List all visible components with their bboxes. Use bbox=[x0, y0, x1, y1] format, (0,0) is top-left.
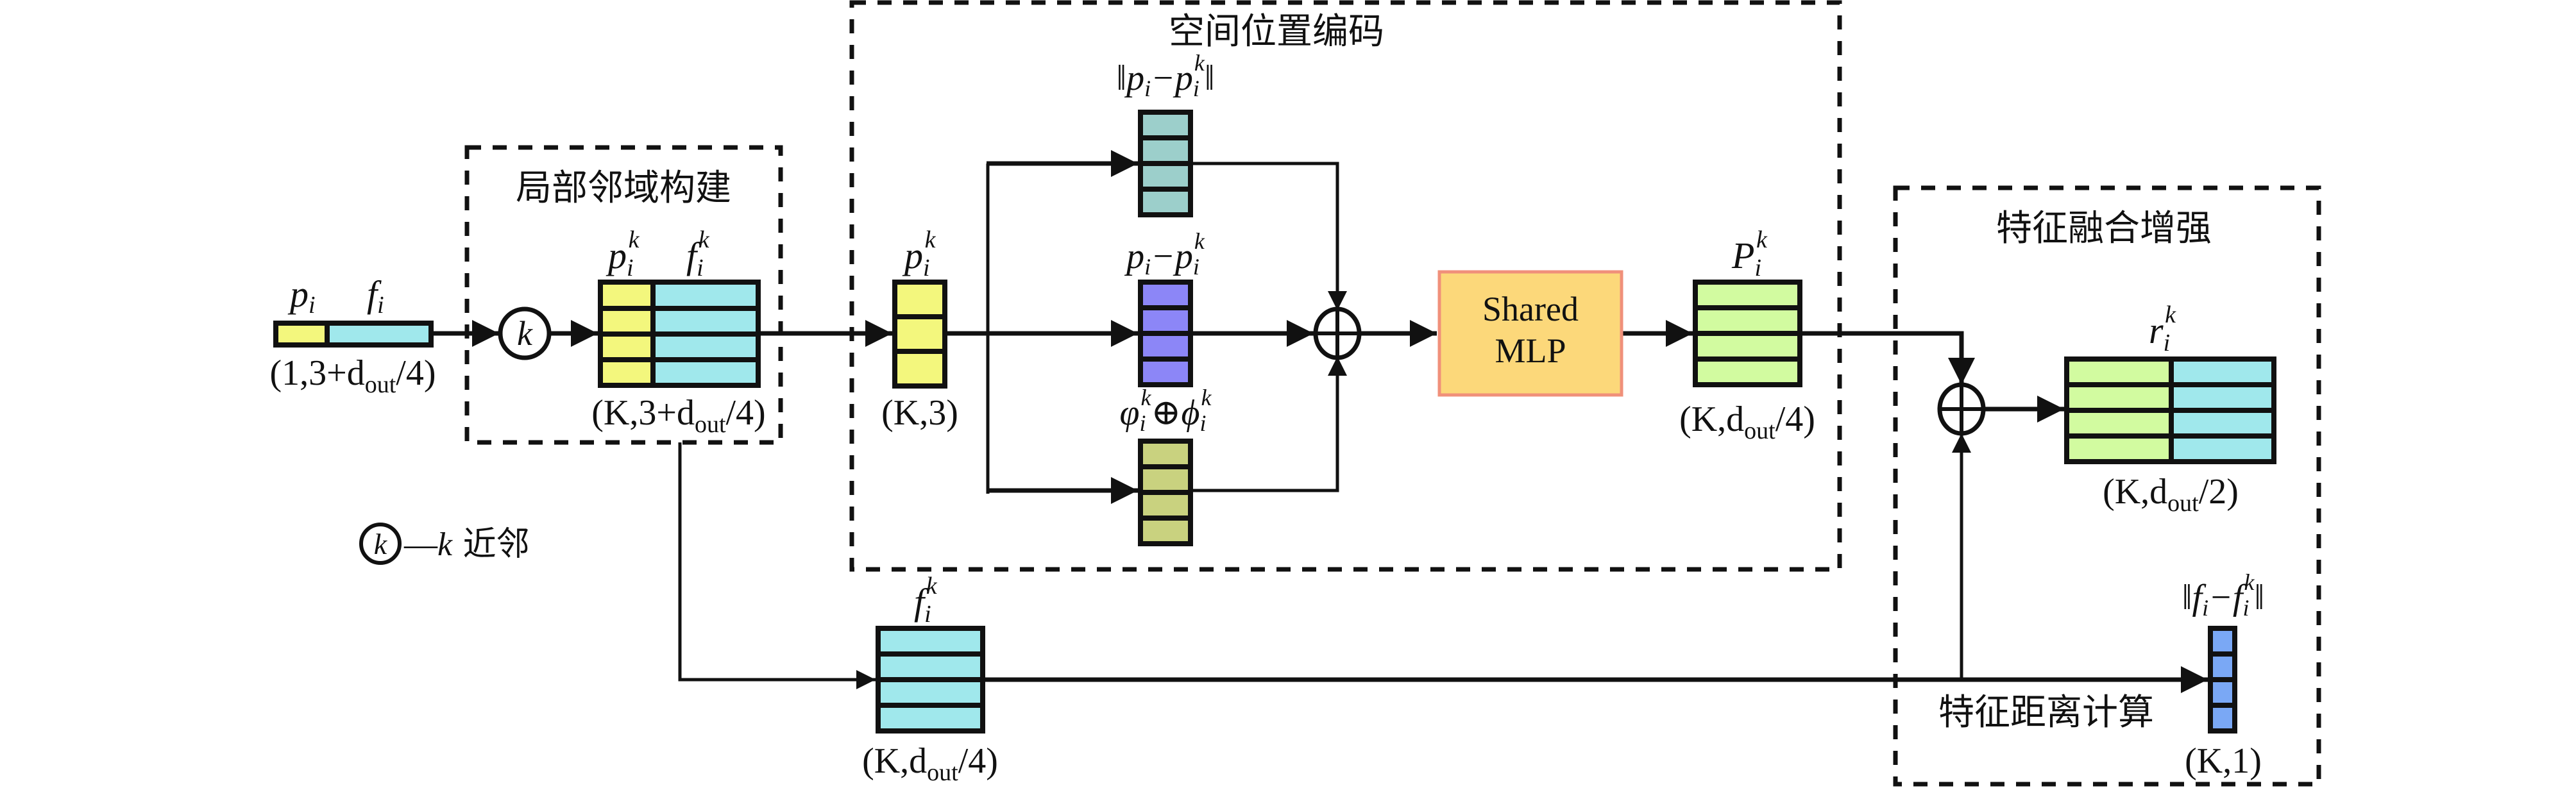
position-encoding-shape: (K,dout/4) bbox=[1679, 399, 1815, 444]
position-neighbors-label: pik bbox=[902, 226, 936, 281]
knn-operator-icon bbox=[498, 306, 552, 360]
concat-feature-label: φik⊕ϕik bbox=[1120, 385, 1212, 436]
position-neighbors-shape: (K,3) bbox=[881, 393, 958, 433]
neighborhood-label-f: fik bbox=[686, 226, 710, 281]
spatial-encoding-group bbox=[849, 0, 1842, 572]
arrow-encoding-to-fusion bbox=[1801, 331, 1975, 385]
position-encoding-label: Pik bbox=[1731, 226, 1768, 281]
feature-distance-label: ‖fi−fik‖ bbox=[2182, 569, 2264, 621]
relative-position-label: pi−pik bbox=[1124, 228, 1205, 280]
feature-distance-block bbox=[2208, 626, 2237, 734]
feature-distance-shape: (K,1) bbox=[2185, 741, 2262, 781]
fused-feature-block bbox=[2064, 356, 2276, 464]
local-neighborhood-group bbox=[464, 145, 783, 445]
legend: k —k 近邻 bbox=[359, 523, 530, 565]
sum-operator-icon bbox=[1313, 306, 1362, 360]
knn-operator-label: k bbox=[517, 314, 533, 353]
legend-knn-symbol: k bbox=[374, 528, 388, 560]
fused-feature-shape: (K,dout/2) bbox=[2103, 472, 2239, 517]
neighborhood-shape: (K,3+dout/4) bbox=[591, 393, 765, 438]
fused-feature-label: rik bbox=[2149, 301, 2176, 356]
feature-fusion-group bbox=[1893, 185, 2321, 787]
feature-distance-title: 特征距离计算 bbox=[1938, 692, 2154, 734]
concat-feature-block bbox=[1138, 439, 1193, 546]
distance-norm-label: ‖pi−pik‖ bbox=[1116, 50, 1214, 101]
input-vector bbox=[273, 321, 434, 348]
neighborhood-label-p: pik bbox=[606, 226, 640, 281]
legend-knn-icon bbox=[359, 523, 402, 565]
neighbor-features-shape: (K,dout/4) bbox=[862, 741, 998, 786]
arrow-neighborhood-to-features bbox=[678, 442, 876, 689]
shared-mlp-block bbox=[1437, 270, 1623, 397]
input-feature-cell bbox=[325, 321, 434, 348]
arrow-distance-to-oplus bbox=[1192, 162, 1347, 310]
shared-mlp-label-line2: MLP bbox=[1495, 331, 1566, 370]
neighborhood-block bbox=[598, 280, 761, 388]
input-position-cell bbox=[273, 321, 330, 348]
input-shape: (1,3+dout/4) bbox=[269, 353, 436, 398]
position-encoding-block bbox=[1693, 280, 1802, 387]
legend-text: —k 近邻 bbox=[403, 525, 530, 564]
spatial-encoding-title: 空间位置编码 bbox=[1169, 11, 1384, 53]
position-neighbors-block bbox=[892, 280, 947, 389]
shared-mlp-label-line1: Shared bbox=[1482, 290, 1579, 328]
fusion-sum-operator-icon bbox=[1937, 382, 1986, 436]
neighbor-features-block bbox=[876, 626, 985, 734]
arrow-concat-to-oplus bbox=[1192, 356, 1347, 492]
feature-fusion-title: 特征融合增强 bbox=[1996, 208, 2212, 249]
distance-norm-block bbox=[1138, 110, 1193, 217]
neighbor-features-label: fik bbox=[914, 573, 938, 628]
input-label-p: pi bbox=[287, 273, 316, 319]
input-label-f: fi bbox=[367, 273, 384, 319]
relative-position-block bbox=[1138, 280, 1193, 387]
local-neighborhood-title: 局部邻域构建 bbox=[516, 167, 731, 209]
